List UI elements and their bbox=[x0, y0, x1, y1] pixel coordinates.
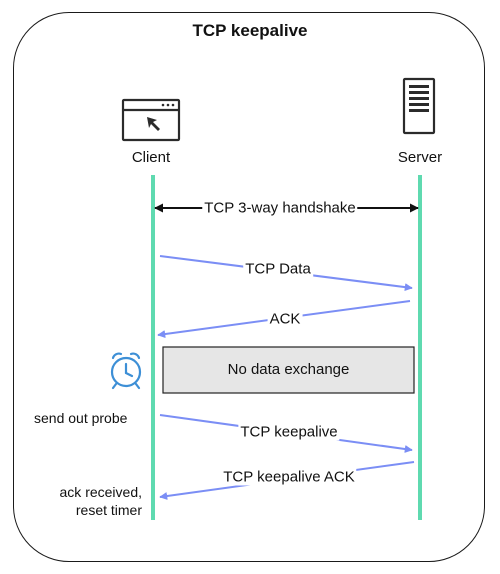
server-label: Server bbox=[397, 149, 443, 166]
handshake-label: TCP 3-way handshake bbox=[202, 199, 358, 217]
no-data-exchange-box bbox=[162, 346, 415, 394]
send-probe-note: send out probe bbox=[34, 410, 128, 426]
diagram-frame bbox=[13, 12, 485, 562]
client-label: Client bbox=[131, 149, 171, 166]
server-icon bbox=[402, 77, 436, 135]
browser-window-icon bbox=[121, 98, 181, 142]
alarm-clock-icon bbox=[110, 352, 142, 390]
ack-received-note: ack received, bbox=[59, 484, 142, 500]
reset-timer-note: reset timer bbox=[75, 502, 142, 518]
diagram-title: TCP keepalive bbox=[192, 21, 308, 40]
keepalive-label: TCP keepalive bbox=[238, 423, 340, 441]
no-data-exchange-label: No data exchange bbox=[227, 361, 350, 378]
ack-label: ACK bbox=[267, 310, 303, 328]
keepalive-ack-label: TCP keepalive ACK bbox=[221, 468, 357, 486]
tcp-data-label: TCP Data bbox=[243, 260, 313, 278]
